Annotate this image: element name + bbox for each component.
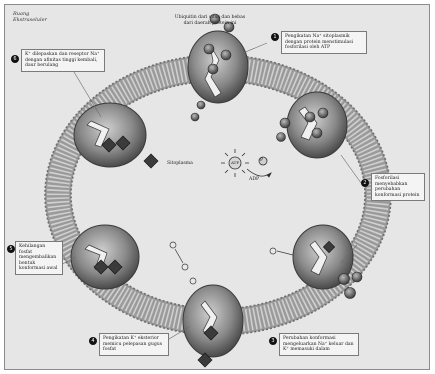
callout-top-text: Ubiquitin dari situs dan bebas dari daer… xyxy=(175,15,245,26)
callout-top: Ubiquitin dari situs dan bebas dari daer… xyxy=(169,13,251,28)
step-2-number: 2 xyxy=(361,179,369,187)
adp-label: ADP xyxy=(249,177,259,183)
step-5-number: 5 xyxy=(7,245,15,253)
step-4-number: 4 xyxy=(89,337,97,345)
callout-step-6-text: K⁺ dilepaskan dan reseptor Na⁺ dengan af… xyxy=(25,52,99,68)
callout-step-5-text: Kehilangan fosfat mengembalikan bentuk k… xyxy=(19,244,57,271)
extracellular-label: Ruang Ekstraseluler xyxy=(13,11,73,23)
callout-step-2-text: Fosforilasi menyebabkan perubahan konfor… xyxy=(375,176,419,198)
callout-step-4-text: Pengikatan K⁺ eksterior memicu pelepasan… xyxy=(103,336,162,352)
callout-step-3: Perubahan konformasi mengeluarkan Na⁺ ke… xyxy=(279,333,359,356)
callout-step-5: Kehilangan fosfat mengembalikan bentuk k… xyxy=(15,241,63,275)
callout-step-4: Pengikatan K⁺ eksterior memicu pelepasan… xyxy=(99,333,169,356)
atp-label: ATP xyxy=(231,160,239,166)
callout-step-3-text: Perubahan konformasi mengeluarkan Na⁺ ke… xyxy=(283,336,354,352)
callout-step-1-text: Pengikatan Na⁺ sitoplasmik dengan protei… xyxy=(285,34,353,50)
callout-step-2: Fosforilasi menyebabkan perubahan konfor… xyxy=(371,173,425,201)
step-3-number: 3 xyxy=(269,337,277,345)
callout-step-6: K⁺ dilepaskan dan reseptor Na⁺ dengan af… xyxy=(21,49,105,72)
callout-step-1: Pengikatan Na⁺ sitoplasmik dengan protei… xyxy=(281,31,367,54)
phosphate-path xyxy=(170,242,293,284)
atp-starburst xyxy=(221,149,271,177)
step-1-number: 1 xyxy=(271,33,279,41)
diagram-frame: Ruang Ekstraseluler Ubiquitin dari situs… xyxy=(4,4,430,370)
cytoplasm-label: Sitoplasma xyxy=(167,161,193,167)
step-6-number: 6 xyxy=(11,55,19,63)
phosphate-label: P xyxy=(260,158,263,164)
